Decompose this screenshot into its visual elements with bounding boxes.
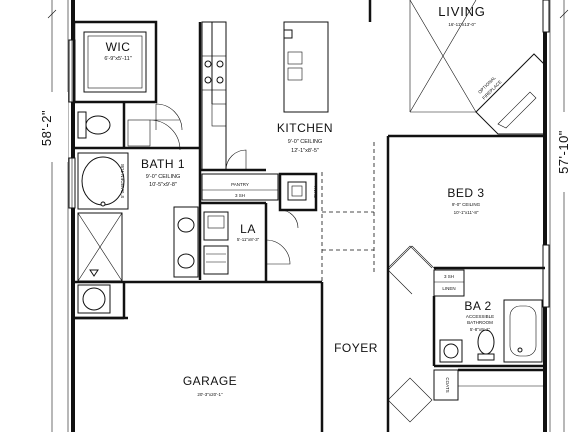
optional-fireplace — [475, 53, 546, 135]
bath1-toilet — [77, 111, 111, 139]
bath1-size: 10'-5"x9'-8" — [149, 182, 177, 188]
kitchen-label: KITCHEN — [277, 121, 333, 135]
garage-size: 20'-3"x20'-1" — [197, 392, 223, 397]
linen-closet — [433, 269, 465, 297]
laundry-label: LA — [240, 222, 256, 236]
dimension-lines — [47, 0, 569, 432]
living-room — [368, 0, 477, 113]
laundry-size: 5'-11"x8'-3" — [237, 237, 260, 242]
kitchen-island — [283, 21, 329, 113]
dimension-right-label: 57'-10" — [556, 130, 571, 174]
kitchen-size: 12'-1"x8'-5" — [291, 148, 319, 154]
laundry-room — [200, 201, 291, 282]
bath1-ceiling: 9'-0" CEILING — [146, 174, 181, 180]
linen-label: LINEN — [442, 286, 455, 291]
garage-label: GARAGE — [183, 374, 237, 388]
bath1-vanity — [173, 206, 199, 278]
ba2-label: BA 2 — [464, 299, 491, 313]
ba2-size: 5'-8"x9'-1" — [470, 327, 491, 332]
dimension-left-label: 58'-2" — [39, 110, 54, 146]
wic-door-swing — [155, 103, 183, 131]
bed3-ceiling: 9'-0" CEILING — [452, 202, 481, 207]
bed3-label: BED 3 — [447, 186, 484, 200]
garden-tub — [77, 152, 129, 210]
living-size: 16'-11"x13'-0" — [448, 22, 476, 27]
bedroom-3 — [386, 134, 545, 295]
shower — [77, 212, 123, 282]
kitchen-ceiling: 9'-0" CEILING — [288, 139, 323, 145]
hall-openings — [320, 142, 375, 432]
living-label: LIVING — [438, 4, 485, 19]
foyer-label: FOYER — [334, 341, 378, 355]
bath1-label: BATH 1 — [141, 157, 185, 171]
hvac-label: HVAC — [313, 186, 318, 199]
linen-shelf: 3 SH — [444, 274, 454, 279]
hvac-closet — [278, 172, 318, 229]
bathroom-2 — [432, 296, 545, 368]
coat-closet-label: COATS — [445, 377, 450, 392]
ba2-note2: BATHROOM — [467, 320, 493, 325]
pantry-shelf: 3 SH — [235, 193, 245, 198]
bed3-size: 10'-1"x11'-8" — [454, 210, 479, 215]
wic-size: 6'-9"x5'-11" — [104, 56, 131, 62]
coat-closet — [387, 368, 545, 423]
wic-label: WIC — [106, 40, 131, 54]
pantry-label: PANTRY — [231, 182, 249, 187]
wic-room — [72, 20, 158, 104]
bath1-washer-circle — [77, 284, 111, 314]
kitchen-counter — [201, 21, 227, 171]
garden-tub-label: 5' GARDEN TUB — [120, 164, 125, 198]
pantry — [201, 173, 279, 201]
ba2-note1: ACCESSIBLE — [466, 314, 494, 319]
